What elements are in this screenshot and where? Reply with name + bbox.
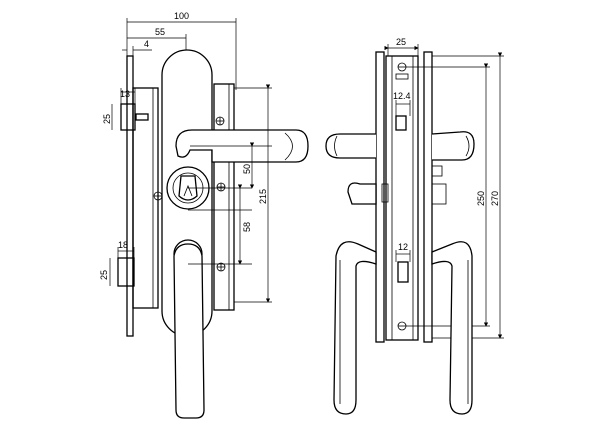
side-thumbturn [347,165,447,205]
side-view: 25 250 270 [325,37,504,415]
screw-icon [397,62,407,72]
svg-text:58: 58 [242,222,252,232]
screw-icon [153,191,163,201]
svg-text:25: 25 [102,114,112,124]
svg-text:250: 250 [476,191,486,206]
nameplate-icon [395,73,409,80]
bottom-slot: 12 [395,242,411,283]
svg-text:4: 4 [144,39,149,49]
svg-text:100: 100 [174,11,189,21]
bottom-latch: 18 25 [99,240,135,287]
svg-text:12.4: 12.4 [393,91,411,101]
screw-icon [215,116,225,126]
front-view: 100 55 4 13 [99,11,309,419]
dim-total-height: 270 [490,52,503,339]
dim-screw-span: 250 [476,63,489,327]
svg-text:25: 25 [99,270,109,280]
dim-overall-width: 100 [126,11,237,90]
svg-text:55: 55 [155,27,165,37]
upper-lever-handle [175,129,309,163]
dim-depth: 25 [384,37,419,56]
top-slot: 12.4 [393,91,411,131]
cylinder-thumbturn [166,166,252,211]
side-plate-left [375,51,385,343]
top-latch: 13 25 [102,88,149,131]
svg-text:25: 25 [396,37,406,47]
left-top-lever [325,133,376,159]
dim-lock-height: 215 [258,84,271,303]
svg-text:13: 13 [120,89,130,99]
side-plate-right [423,51,433,343]
backplate-frame [213,83,235,311]
right-lower-lever [431,241,473,415]
svg-text:50: 50 [242,164,252,174]
right-top-lever [431,131,475,161]
side-lock-body [385,55,419,341]
dim-cylinder-to-handle: 50 [242,142,255,189]
svg-text:215: 215 [258,189,268,204]
screw-icon [397,321,407,331]
svg-text:18: 18 [118,240,128,250]
lower-lever-handle [173,239,252,419]
left-lower-lever [333,241,377,415]
dim-cylinder-to-lower: 58 [237,184,252,265]
screw-icon [216,182,226,192]
svg-text:270: 270 [490,191,500,206]
svg-text:12: 12 [398,242,408,252]
